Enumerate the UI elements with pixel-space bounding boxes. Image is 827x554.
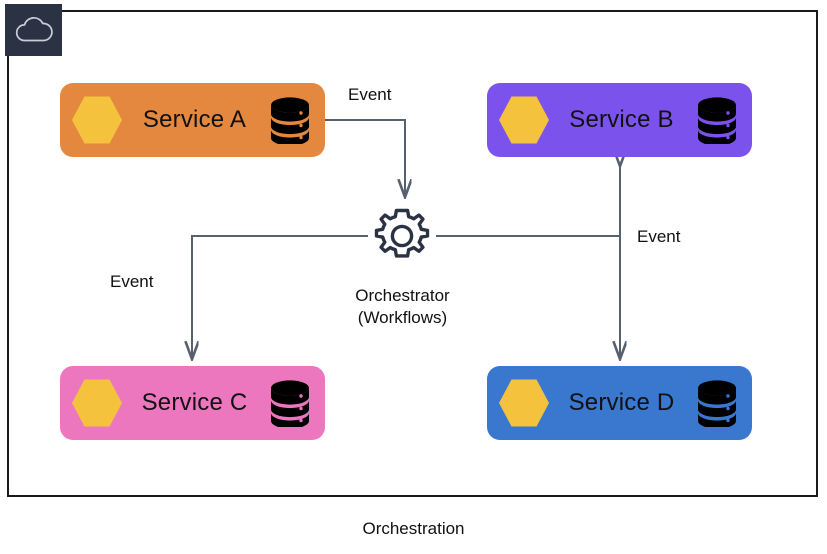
cloud-icon bbox=[14, 15, 54, 45]
database-icon bbox=[267, 377, 313, 429]
service-label-d: Service D bbox=[568, 389, 675, 416]
database-icon bbox=[267, 94, 313, 146]
event-label-a-to-orchestrator: Event bbox=[348, 85, 392, 104]
service-label-b: Service B bbox=[569, 106, 674, 133]
service-box-b[interactable]: Service B bbox=[487, 83, 752, 157]
service-label-a: Service A bbox=[142, 106, 247, 133]
orchestrator-label: Orchestrator (Workflows) bbox=[300, 285, 505, 329]
gear-icon[interactable] bbox=[372, 206, 432, 266]
event-label-b-d: Event bbox=[637, 227, 681, 246]
event-label-orchestrator-to-c: Event bbox=[110, 272, 154, 291]
diagram-caption: Orchestration bbox=[362, 519, 465, 538]
service-hexagon-icon bbox=[499, 379, 549, 427]
database-icon bbox=[694, 94, 740, 146]
service-hexagon-icon bbox=[72, 96, 122, 144]
cloud-badge bbox=[5, 4, 62, 56]
service-label-c: Service C bbox=[141, 389, 248, 416]
service-hexagon-icon bbox=[72, 379, 122, 427]
service-box-d[interactable]: Service D bbox=[487, 366, 752, 440]
orchestrator-title: Orchestrator bbox=[355, 286, 450, 305]
orchestrator-subtitle: (Workflows) bbox=[357, 308, 448, 327]
service-box-c[interactable]: Service C bbox=[60, 366, 325, 440]
database-icon bbox=[694, 377, 740, 429]
service-hexagon-icon bbox=[499, 96, 549, 144]
service-box-a[interactable]: Service A bbox=[60, 83, 325, 157]
